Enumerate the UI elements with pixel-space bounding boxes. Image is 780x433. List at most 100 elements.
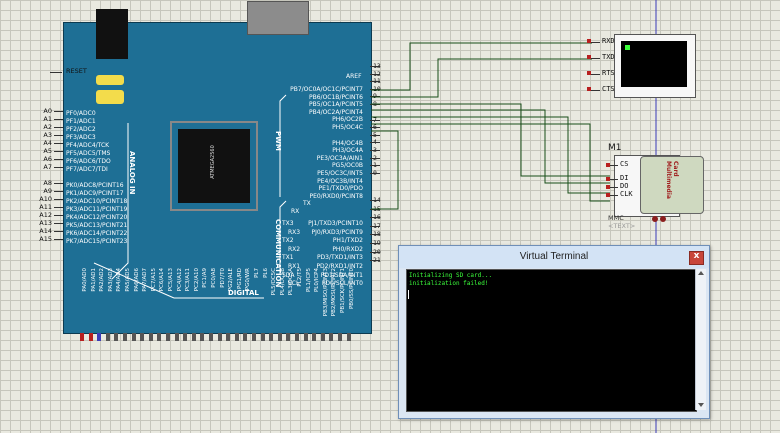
- virtual-terminal-window[interactable]: Virtual Terminal x Initializing SD card.…: [398, 245, 710, 419]
- bottom-pin[interactable]: [295, 333, 299, 341]
- comm-pin-stub[interactable]: [370, 217, 380, 219]
- bottom-pin[interactable]: [269, 333, 274, 341]
- analog-pin-stub[interactable]: [54, 111, 63, 112]
- terminal-screen[interactable]: Initializing SD card... initialization f…: [406, 269, 697, 412]
- bottom-pin[interactable]: [88, 333, 93, 341]
- analog-pin-stub[interactable]: [54, 191, 63, 192]
- digital-pin-stub[interactable]: [370, 127, 380, 129]
- analog-pin-stub[interactable]: [54, 199, 63, 200]
- sd-pin-stub[interactable]: [608, 195, 618, 196]
- bottom-pin[interactable]: [209, 333, 213, 341]
- bottom-pin[interactable]: [234, 333, 239, 341]
- serial-pin-label: RTS: [602, 69, 615, 77]
- digital-pin-stub[interactable]: [370, 81, 380, 83]
- virtual-terminal-title: Virtual Terminal: [519, 251, 589, 262]
- bottom-pin[interactable]: [191, 333, 196, 341]
- bottom-pin[interactable]: [260, 333, 265, 341]
- bottom-pin[interactable]: [80, 333, 84, 341]
- bottom-pin[interactable]: [97, 333, 102, 341]
- sd-pin-dot: [606, 163, 610, 167]
- bottom-pin[interactable]: [148, 333, 153, 341]
- bottom-pin[interactable]: [226, 333, 231, 341]
- analog-pin-stub[interactable]: [54, 159, 63, 160]
- analog-pin-stub[interactable]: [54, 167, 63, 168]
- bottom-pin[interactable]: [303, 333, 308, 341]
- bottom-pin[interactable]: [140, 333, 145, 341]
- serial-terminal-component[interactable]: [614, 34, 696, 98]
- analog-pin-label: PK7/ADC15/PCINT23: [66, 238, 128, 245]
- terminal-scrollbar[interactable]: [695, 269, 706, 410]
- scroll-up-icon[interactable]: [698, 271, 704, 275]
- analog-pin-stub[interactable]: [54, 231, 63, 232]
- comm-pin-stub[interactable]: [370, 251, 380, 253]
- virtual-terminal-titlebar[interactable]: Virtual Terminal x: [399, 246, 709, 268]
- bottom-pin[interactable]: [123, 333, 127, 341]
- arduino-mega-board[interactable]: ATMEGA2560 ANALOG IN PWM COMMUNICATION D…: [63, 1, 372, 334]
- reset-pin[interactable]: [50, 72, 62, 73]
- comm-pin-stub[interactable]: [370, 200, 380, 201]
- sd-pin-stub[interactable]: [608, 179, 618, 180]
- bottom-pin[interactable]: [131, 333, 136, 341]
- analog-pin-stub[interactable]: [54, 119, 63, 120]
- digital-pin-stub[interactable]: [370, 157, 380, 159]
- bottom-pin[interactable]: [252, 333, 256, 341]
- analog-pin-stub[interactable]: [54, 239, 63, 240]
- comm-pin-label: PD2/RXD1/INT2: [316, 263, 363, 270]
- serial-pin-stub[interactable]: [588, 58, 600, 59]
- bottom-pin[interactable]: [320, 333, 325, 341]
- bottom-pin[interactable]: [114, 333, 119, 341]
- digital-pin-stub[interactable]: [370, 142, 380, 144]
- serial-pin-dot: [587, 71, 591, 75]
- bottom-pin[interactable]: [338, 333, 342, 341]
- comm-pin-stub[interactable]: [370, 243, 380, 244]
- sd-pin-stub[interactable]: [608, 165, 618, 166]
- analog-pin-stub[interactable]: [54, 223, 63, 224]
- digital-pin-stub[interactable]: [370, 172, 380, 174]
- analog-pin-stub[interactable]: [54, 207, 63, 208]
- serial-pin-stub[interactable]: [588, 74, 600, 75]
- bottom-pin[interactable]: [329, 333, 334, 341]
- digital-pin-stub[interactable]: [370, 150, 380, 151]
- bottom-pin[interactable]: [286, 333, 291, 341]
- analog-pin-label: PF7/ADC7/TDI: [66, 166, 108, 173]
- bottom-pin[interactable]: [166, 333, 170, 341]
- comm-pin-stub[interactable]: [370, 225, 380, 227]
- digital-pin-stub[interactable]: [370, 66, 380, 67]
- sd-pin-stub[interactable]: [608, 187, 618, 188]
- digital-pin-stub[interactable]: [370, 119, 380, 121]
- digital-pin-stub[interactable]: [370, 134, 380, 136]
- analog-pin-stub[interactable]: [54, 135, 63, 136]
- reset-button[interactable]: [96, 75, 124, 85]
- comm-pin-prefix: RX2: [288, 245, 301, 253]
- bottom-pin[interactable]: [183, 333, 188, 341]
- scroll-down-icon[interactable]: [698, 403, 704, 407]
- bottom-pin[interactable]: [105, 333, 110, 341]
- digital-pin-stub[interactable]: [370, 165, 380, 167]
- left-pin-name: A11: [39, 203, 52, 211]
- bottom-pin[interactable]: [157, 333, 162, 341]
- bottom-pin[interactable]: [277, 333, 282, 341]
- sd-card-ref: M1: [608, 143, 622, 153]
- analog-pin-stub[interactable]: [54, 143, 63, 144]
- analog-pin-stub[interactable]: [54, 151, 63, 152]
- bottom-pin[interactable]: [217, 333, 222, 341]
- digital-pin-stub[interactable]: [370, 73, 380, 75]
- pwm-pin-label: PH5/OC4C: [332, 124, 363, 131]
- bottom-pin[interactable]: [243, 333, 248, 341]
- left-pin-name: A3: [43, 131, 52, 139]
- bottom-pin[interactable]: [200, 333, 205, 341]
- analog-pin-stub[interactable]: [54, 127, 63, 128]
- close-button[interactable]: x: [689, 251, 704, 265]
- comm-pin-stub[interactable]: [370, 260, 380, 262]
- serial-pin-stub[interactable]: [588, 90, 600, 91]
- digital-pin-stub[interactable]: [370, 88, 380, 90]
- bottom-pin[interactable]: [174, 333, 179, 341]
- comm-pin-stub[interactable]: [370, 234, 380, 236]
- bottom-pin[interactable]: [346, 333, 351, 341]
- analog-pin-stub[interactable]: [54, 215, 63, 216]
- serial-pin-stub[interactable]: [588, 42, 600, 43]
- sd-card-label: Card Multimedia: [665, 161, 679, 199]
- analog-pin-stub[interactable]: [54, 183, 63, 184]
- comm-pin-prefix: RX1: [288, 263, 301, 270]
- bottom-pin[interactable]: [312, 333, 317, 341]
